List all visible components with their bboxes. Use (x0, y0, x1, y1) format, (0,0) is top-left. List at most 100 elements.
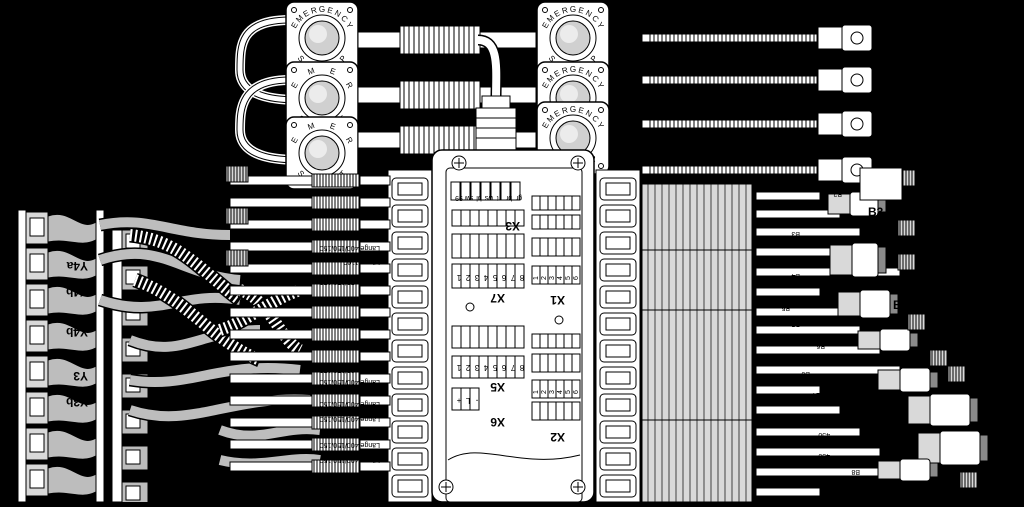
mounting-screw-icon (438, 479, 454, 495)
valve-label: Y3 (73, 369, 88, 383)
terminal-number: 6 (501, 363, 506, 372)
stop-arc-label: E (553, 68, 562, 78)
sensor-label: B3 (791, 230, 800, 237)
sensor-label: B7 (839, 384, 848, 391)
terminal-number: 3 (549, 390, 556, 394)
pin-label: rt (497, 194, 501, 201)
terminal-number: 6 (501, 273, 506, 282)
valve-label: Y1 (167, 473, 182, 487)
stop-arc-label: R (310, 5, 318, 15)
valve-label: Y4b (66, 325, 88, 339)
sensor-label: B5 (893, 298, 909, 312)
stop-arc-label: E (540, 81, 550, 90)
stop-arc-label: E (540, 121, 550, 130)
stop-arc-label: E (553, 108, 562, 118)
terminal-number: 2 (465, 363, 470, 372)
valve-label: Y3b (66, 395, 88, 409)
stop-arc-label: E (577, 106, 584, 116)
cable-length-label: Länge 400/150/150 (320, 378, 380, 385)
terminal-number: 5 (492, 363, 497, 372)
terminal-number: 1 (533, 276, 540, 280)
cable-length-label: Länge 400/150/150 (320, 400, 380, 407)
sensor-label: B8 (861, 489, 870, 496)
stop-arc-label: N (333, 8, 343, 19)
cable-length-label: Länge 400/150/150 (320, 244, 380, 251)
mounting-screw-icon (451, 155, 467, 171)
sensor-cables-top (641, 24, 873, 184)
valve-label: Y1 (167, 427, 182, 441)
terminal-block-label: X3 (505, 219, 520, 233)
cable-length-label: Länge 450/150/150 (320, 298, 380, 305)
stop-arc-label: G (319, 5, 325, 14)
sensor-label: B8 (887, 424, 896, 431)
stop-arc-label: E (329, 66, 337, 76)
sensor-label: B6 (816, 342, 825, 349)
cable-length-label: Länge 1100 (343, 258, 380, 265)
terminal-number: 5 (565, 276, 572, 280)
pin-label: bl (476, 194, 482, 201)
stop-arc-label: E (577, 66, 584, 76)
stop-arc-label: M (294, 13, 305, 24)
stop-arc-label: S (547, 54, 557, 64)
sensor-label: B7 (811, 391, 820, 398)
pin-label: 99 (455, 194, 463, 201)
stop-arc-label: P (338, 54, 348, 64)
stop-arc-label: Y (595, 21, 606, 31)
cable-length-label: Länge 400/150/150 (320, 343, 380, 350)
stop-arc-label: M (545, 73, 556, 84)
pin-label: ws (484, 194, 494, 201)
terminal-number: 5 (492, 273, 497, 282)
sensor-plug-icon (837, 289, 899, 319)
stop-arc-label: G (570, 5, 576, 14)
mounting-screw-icon (570, 479, 586, 495)
terminal-block-label: X7 (490, 291, 505, 305)
cable-length-label: Länge 400/150/150 (320, 415, 380, 422)
sensor-label: B2 (833, 190, 842, 197)
cable-length-label: Länge 400/150/150 (320, 320, 380, 327)
sensor-plug-icon (877, 367, 939, 393)
terminal-number: 7 (510, 273, 515, 282)
cable-length-label: 450 (818, 431, 830, 438)
emergency-stop-icon: EMERGENCYSTOP (536, 1, 610, 75)
stop-arc-label: Y (595, 81, 606, 91)
pin-label: sw (464, 194, 474, 201)
stop-arc-label: N (584, 108, 594, 119)
stop-arc-label: Y (344, 21, 355, 31)
terminal-number: + (456, 396, 461, 405)
stop-arc-label: G (570, 105, 576, 114)
stop-arc-label: E (577, 6, 584, 16)
sensor-label: B6 (801, 370, 810, 377)
sensor-label: B4 (791, 272, 800, 279)
stop-arc-label: G (570, 65, 576, 74)
stop-arc-label: R (561, 105, 569, 115)
stop-arc-label: C (590, 74, 601, 85)
sensor-plug-icon (917, 430, 989, 466)
cable-length-label: Länge 400/150/150 (320, 366, 380, 373)
terminal-number: 2 (541, 276, 548, 280)
stop-arc-label: R (344, 135, 355, 145)
sensor-label: B8 (851, 435, 860, 442)
terminal-number: 6 (573, 276, 580, 280)
stop-arc-label: R (344, 80, 355, 90)
emergency-stop-left-column: EMERGENCYSTOPEMERSTEMERST (234, 1, 359, 190)
stop-arc-label: E (289, 21, 299, 30)
terminal-number: 1 (456, 363, 461, 372)
sensor-label: B3 (868, 205, 884, 219)
connector-rail-right (595, 169, 641, 503)
led-indicator (465, 302, 475, 312)
terminal-number: 4 (483, 273, 488, 282)
valve-label: Y3 (73, 425, 88, 439)
pin-label: gr (515, 194, 522, 201)
stop-arc-label: M (307, 66, 317, 77)
sensor-label: B5 (791, 320, 800, 327)
cable-length-label: 450 (818, 452, 830, 459)
stop-arc-label: M (545, 13, 556, 24)
stop-arc-label: M (545, 113, 556, 124)
cable-length-label: Länge 450/150/150 (320, 278, 380, 285)
stop-arc-label: E (326, 6, 333, 16)
sensor-plug-icon (829, 242, 887, 278)
emergency-stop-right-column: EMERGENCYSTOPEMERGENCYSTOPEMERGENCYSTOP (536, 1, 610, 175)
